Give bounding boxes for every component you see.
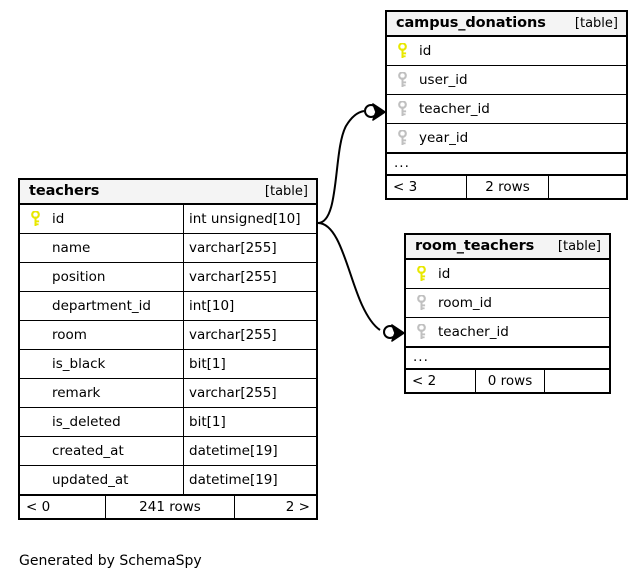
foreign-key-icon	[394, 130, 410, 146]
column-name-cell: name	[20, 234, 183, 262]
column-name-cell: position	[20, 263, 183, 291]
column-label: teacher_id	[438, 324, 509, 340]
column-name-cell: year_id	[387, 124, 626, 152]
prev-page-button[interactable]: < 3	[393, 179, 418, 195]
column-label: name	[52, 240, 91, 256]
column-name-cell: updated_at	[20, 466, 183, 494]
column-type: int[10]	[183, 292, 316, 320]
column-name-cell: created_at	[20, 437, 183, 465]
table-row[interactable]: user_id	[387, 66, 626, 95]
table-row[interactable]: department_id int[10]	[20, 292, 316, 321]
column-label: remark	[52, 385, 101, 401]
column-label: year_id	[419, 130, 469, 146]
column-name-cell: teacher_id	[387, 95, 626, 123]
column-type: varchar[255]	[183, 379, 316, 407]
relationship-teachers-campus_donations	[317, 103, 386, 224]
column-label: teacher_id	[419, 101, 490, 117]
column-name-cell: id	[406, 260, 609, 288]
table-row[interactable]: name varchar[255]	[20, 234, 316, 263]
table-row[interactable]: id	[387, 37, 626, 66]
more-columns-indicator: ...	[406, 347, 609, 369]
column-name-cell: remark	[20, 379, 183, 407]
column-type: datetime[19]	[183, 437, 316, 465]
generated-by-caption: Generated by SchemaSpy	[19, 553, 202, 569]
table-room-teachers[interactable]: room_teachers [table] id room_id teacher…	[404, 233, 611, 394]
column-type: bit[1]	[183, 350, 316, 378]
column-label: is_deleted	[52, 414, 121, 430]
table-row[interactable]: room varchar[255]	[20, 321, 316, 350]
table-room-teachers-header: room_teachers [table]	[406, 235, 609, 260]
relationship-teachers-room_teachers	[317, 222, 405, 342]
table-row[interactable]: is_deleted bit[1]	[20, 408, 316, 437]
column-name-cell: id	[387, 37, 626, 65]
column-type: datetime[19]	[183, 466, 316, 494]
column-name-cell: room	[20, 321, 183, 349]
foreign-key-icon	[413, 324, 429, 340]
table-campus-donations-footer: < 3 2 rows	[387, 175, 626, 198]
table-room-teachers-footer: < 2 0 rows	[406, 369, 609, 392]
column-label: updated_at	[52, 472, 129, 488]
table-campus-donations-kind: [table]	[574, 15, 618, 31]
table-row[interactable]: id	[406, 260, 609, 289]
row-count-label: 0 rows	[475, 370, 545, 392]
table-row[interactable]: remark varchar[255]	[20, 379, 316, 408]
column-label: user_id	[419, 72, 468, 88]
table-row[interactable]: is_black bit[1]	[20, 350, 316, 379]
foreign-key-icon	[394, 101, 410, 117]
table-room-teachers-kind: [table]	[557, 238, 601, 254]
table-teachers-kind: [table]	[264, 183, 308, 199]
row-count-label: 241 rows	[105, 496, 235, 518]
table-teachers-footer: < 0 241 rows 2 >	[20, 495, 316, 518]
table-row[interactable]: updated_at datetime[19]	[20, 466, 316, 495]
table-campus-donations-header: campus_donations [table]	[387, 12, 626, 37]
table-teachers[interactable]: teachers [table] id int unsigned[10] nam…	[18, 178, 318, 520]
column-label: position	[52, 269, 106, 285]
column-label: id	[438, 266, 451, 282]
next-page-button[interactable]	[549, 176, 626, 198]
primary-key-icon	[394, 43, 410, 59]
column-label: room	[52, 327, 87, 343]
table-row[interactable]: position varchar[255]	[20, 263, 316, 292]
table-campus-donations-title: campus_donations	[396, 15, 546, 31]
table-row[interactable]: room_id	[406, 289, 609, 318]
column-type: int unsigned[10]	[183, 205, 316, 233]
prev-page-button[interactable]: < 2	[412, 373, 437, 389]
column-label: is_black	[52, 356, 106, 372]
table-row[interactable]: id int unsigned[10]	[20, 205, 316, 234]
table-row[interactable]: teacher_id	[387, 95, 626, 124]
column-label: department_id	[52, 298, 151, 314]
table-row[interactable]: created_at datetime[19]	[20, 437, 316, 466]
column-name-cell: id	[20, 205, 183, 233]
column-label: id	[52, 211, 65, 227]
foreign-key-icon	[413, 295, 429, 311]
column-type: bit[1]	[183, 408, 316, 436]
table-row[interactable]: year_id	[387, 124, 626, 153]
primary-key-icon	[413, 266, 429, 282]
column-name-cell: teacher_id	[406, 318, 609, 346]
column-type: varchar[255]	[183, 321, 316, 349]
next-page-button[interactable]	[545, 370, 609, 392]
table-row[interactable]: teacher_id	[406, 318, 609, 347]
row-count-label: 2 rows	[466, 176, 549, 198]
column-label: created_at	[52, 443, 124, 459]
table-teachers-title: teachers	[29, 183, 100, 199]
column-type: varchar[255]	[183, 263, 316, 291]
more-columns-indicator: ...	[387, 153, 626, 175]
column-name-cell: department_id	[20, 292, 183, 320]
prev-page-button[interactable]: < 0	[26, 499, 51, 515]
primary-key-icon	[27, 211, 43, 227]
column-type: varchar[255]	[183, 234, 316, 262]
column-name-cell: room_id	[406, 289, 609, 317]
column-label: room_id	[438, 295, 492, 311]
table-room-teachers-title: room_teachers	[415, 238, 535, 254]
foreign-key-icon	[394, 72, 410, 88]
column-name-cell: user_id	[387, 66, 626, 94]
next-page-button[interactable]: 2 >	[285, 499, 310, 515]
table-teachers-header: teachers [table]	[20, 180, 316, 205]
column-label: id	[419, 43, 432, 59]
table-campus-donations[interactable]: campus_donations [table] id user_id teac…	[385, 10, 628, 200]
column-name-cell: is_deleted	[20, 408, 183, 436]
column-name-cell: is_black	[20, 350, 183, 378]
